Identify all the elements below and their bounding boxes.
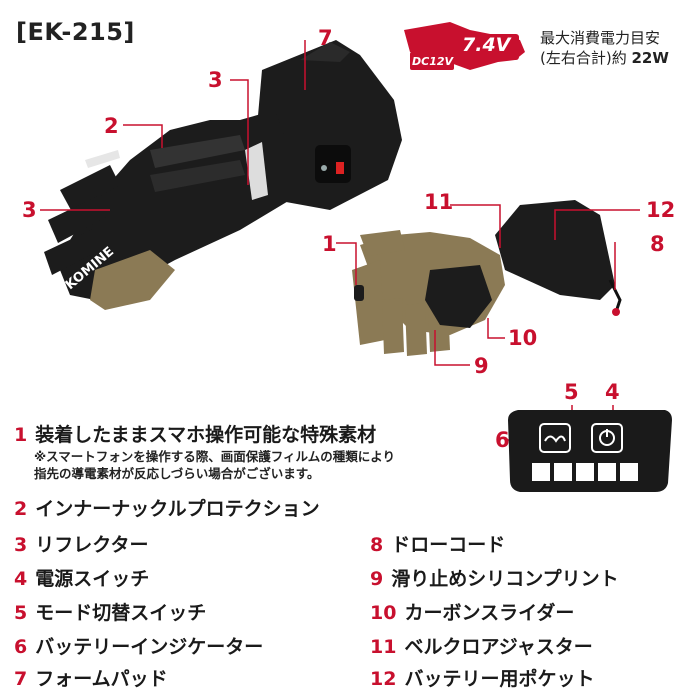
battery-badge-icon [404, 22, 525, 70]
battery-dc-label: DC12V [412, 55, 454, 68]
leader-lines [40, 40, 640, 468]
callout-12: 12 [646, 198, 676, 222]
callout-8: 8 [650, 232, 665, 256]
callout-5: 5 [564, 380, 579, 404]
model-label: [EK-215] [16, 18, 135, 46]
callout-11: 11 [424, 190, 454, 214]
power-spec: 最大消費電力目安 (左右合計)約 22W [540, 28, 669, 68]
feature-1-note: ※スマートフォンを操作する際、画面保護フィルムの種類により 指先の導電素材が反応… [34, 449, 396, 481]
callout-3-left: 3 [22, 198, 37, 222]
callout-6: 6 [495, 428, 510, 452]
callout-7: 7 [318, 26, 333, 50]
callout-10: 10 [508, 326, 538, 350]
glove-palm-illustration [352, 200, 622, 356]
callout-9: 9 [474, 354, 489, 378]
power-spec-line2: (左右合計)約 22W [540, 49, 669, 67]
callout-4: 4 [605, 380, 620, 404]
callout-2: 2 [104, 114, 119, 138]
glove-back-illustration [44, 40, 402, 310]
callout-1-palm: 1 [322, 232, 337, 256]
battery-voltage: 7.4V [462, 34, 511, 56]
control-panel-diagram [508, 410, 672, 492]
callout-3-top: 3 [208, 68, 223, 92]
power-spec-line1: 最大消費電力目安 [540, 29, 661, 47]
